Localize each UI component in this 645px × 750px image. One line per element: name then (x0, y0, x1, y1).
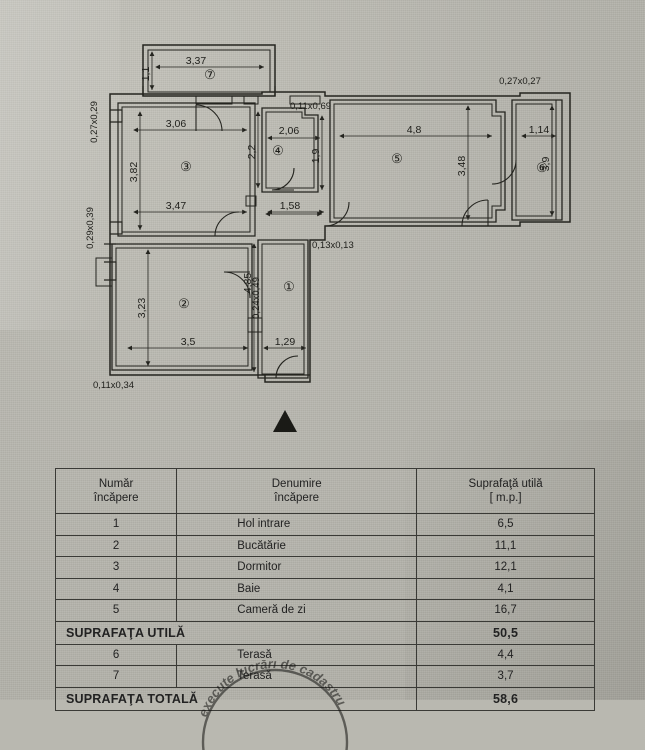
dim-bedroom-bottom: 3,47 (166, 200, 187, 212)
header-name: Denumire încăpere (176, 468, 418, 514)
table-subtotal-row: SUPRAFAŢA UTILĂ 50,5 (54, 620, 595, 645)
label-pillar-hall: 0,24x0,49 (251, 277, 262, 319)
cell-number: 3 (54, 556, 178, 579)
label-pillar-bath-top: 0,11x0,69 (290, 101, 331, 112)
cell-name: Hol intrare (176, 513, 418, 536)
cell-area: 3,7 (416, 665, 595, 688)
dim-terrace7-width: 3,37 (186, 55, 207, 67)
header-number-line2: încăpere (93, 492, 139, 504)
label-pillar-left-lower: 0,29x0,39 (85, 207, 96, 249)
label-pillar-left-upper: 0,27x0,29 (89, 101, 100, 143)
header-number-line1: Număr (98, 477, 134, 490)
north-arrow-icon (273, 410, 297, 432)
cell-area: 12,1 (416, 556, 595, 579)
header-number: Număr încăpere (54, 468, 178, 514)
cell-area: 16,7 (416, 599, 595, 622)
cell-area: 11,1 (416, 534, 595, 557)
cell-number: 1 (54, 513, 178, 536)
room-marker-7: ⑦ (204, 67, 216, 82)
dim-kitchen-width: 3,5 (181, 336, 196, 348)
header-area-line2: [ m.p.] (489, 492, 522, 504)
dim-bath-height: 1,9 (310, 149, 322, 164)
dim-hall-height: 4,85 (242, 273, 254, 294)
label-pillar-center: 0,13x0,13 (312, 240, 354, 251)
room-marker-5: ⑤ (391, 151, 403, 166)
header-name-line1: Denumire (271, 477, 322, 490)
room-marker-4: ④ (272, 143, 284, 158)
dim-terrace7-height: 1,1 (140, 67, 152, 82)
room-marker-2: ② (178, 296, 190, 311)
cell-name: Bucătărie (176, 534, 418, 557)
total-value: 58,6 (416, 686, 595, 711)
room-marker-1: ① (283, 279, 295, 294)
cell-name: Baie (176, 577, 418, 600)
dim-kitchen-height: 3,23 (136, 298, 148, 319)
cell-number: 7 (54, 665, 178, 688)
cell-area: 4,1 (416, 577, 595, 600)
label-pillar-top-right: 0,27x0,27 (499, 76, 541, 87)
cell-number: 4 (54, 577, 178, 600)
dim-bath-width: 2,06 (279, 125, 300, 137)
room-marker-6: ⑥ (536, 160, 548, 175)
cell-area: 4,4 (416, 643, 595, 666)
dim-living-height: 3,48 (456, 156, 468, 177)
header-name-line2: încăpere (274, 492, 320, 504)
table-header-row: Număr încăpere Denumire încăpere Suprafa… (54, 468, 595, 514)
total-label: SUPRAFAŢA TOTALĂ (54, 686, 418, 711)
label-pillar-bottom-left: 0,11x0,34 (93, 380, 134, 391)
subtotal-label: SUPRAFAŢA UTILĂ (54, 620, 418, 645)
table-total-row: SUPRAFAŢA TOTALĂ 58,6 (54, 686, 595, 711)
dim-bedroom-top: 3,06 (166, 118, 187, 130)
cell-area: 6,5 (416, 513, 595, 536)
cell-name: Terasă (176, 665, 418, 688)
dim-terrace6-width: 1,14 (529, 124, 550, 136)
cell-number: 2 (54, 534, 178, 557)
header-area-line1: Suprafaţă utilă (468, 477, 543, 490)
dim-living-width: 4,8 (407, 124, 422, 136)
cell-name: Cameră de zi (176, 599, 418, 622)
floor-plan-drawing: 3,37 1,1 3,06 3,82 3,47 2,2 2,06 1,9 1,5… (85, 44, 571, 432)
cell-name: Terasă (176, 643, 418, 666)
header-area: Suprafaţă utilă [ m.p.] (416, 468, 595, 514)
dim-bedroom-height: 3,82 (128, 162, 140, 183)
dim-terrace6-height: 3,9 (540, 157, 552, 172)
cell-number: 5 (54, 599, 178, 622)
cell-name: Dormitor (176, 556, 418, 579)
dim-hall-width: 1,29 (275, 336, 296, 348)
room-schedule-table: Număr încăpere Denumire încăpere Suprafa… (54, 468, 595, 711)
dim-hall-door: 1,58 (280, 200, 301, 212)
cell-number: 6 (54, 643, 178, 666)
dim-bath-left: 2,2 (246, 145, 258, 160)
room-marker-3: ③ (180, 159, 192, 174)
subtotal-value: 50,5 (416, 620, 595, 645)
